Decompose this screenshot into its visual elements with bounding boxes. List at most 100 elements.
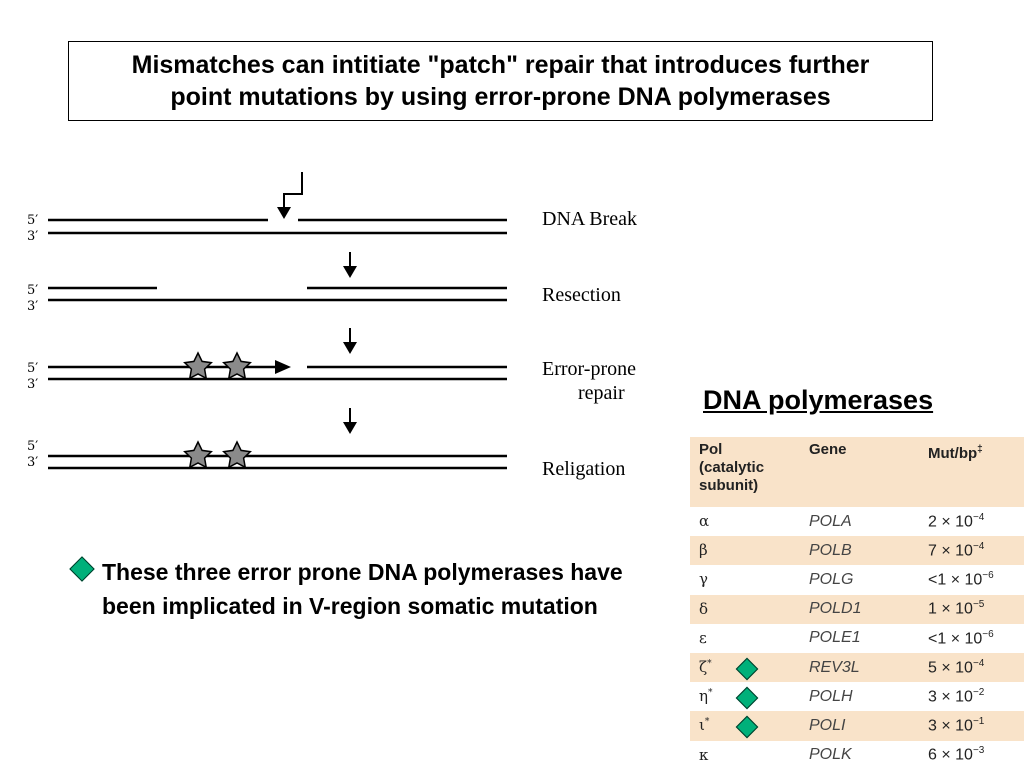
cell-pol: β	[690, 541, 809, 560]
diamond-marker-icon	[735, 686, 759, 710]
step-label-repair: repair	[578, 382, 625, 404]
mut-base: 2 × 10	[928, 513, 973, 531]
break-arrow-icon	[277, 207, 291, 219]
cell-mut: 1 × 10−5	[928, 599, 1024, 618]
cell-gene: POLK	[809, 746, 852, 764]
table-row: γ POLG <1 × 10−6	[690, 565, 1024, 594]
mutation-star-icon	[222, 441, 252, 469]
cell-pol: ζ*	[690, 657, 809, 681]
strand-label-5: 5′	[27, 213, 38, 228]
mut-base: 6 × 10	[928, 746, 973, 764]
mutation-star-icon	[183, 441, 213, 469]
step-label-religation: Religation	[542, 458, 625, 480]
diamond-bullet-icon	[69, 556, 95, 582]
col-header-mut: Mut/bp‡	[928, 441, 1024, 507]
mut-base: 1 × 10	[928, 600, 973, 618]
repair-diagram-svg: 5′ 3′ DNA Break 5′ 3′ Resection	[27, 172, 637, 480]
step-label-resection: Resection	[542, 284, 621, 306]
cell-gene: POLA	[809, 512, 852, 530]
mut-base: <1 × 10	[928, 630, 983, 647]
down-arrow-icon	[343, 408, 357, 434]
pol-letter: δ	[699, 599, 709, 618]
pol-symbol: η*	[699, 687, 713, 705]
break-arrow-shaft	[283, 172, 303, 210]
cell-mut: 5 × 10−4	[928, 658, 1024, 677]
strand-label-3: 3′	[27, 377, 38, 392]
mut-exponent: −2	[972, 687, 985, 699]
cell-mut: 6 × 10−3	[928, 745, 1024, 764]
cell-gene: POLH	[809, 687, 853, 705]
strand-label-3: 3′	[27, 229, 38, 244]
cell-pol: η*	[690, 686, 809, 710]
cell-pol: γ	[690, 570, 809, 589]
bullet-text: These three error prone DNA polymerases …	[102, 559, 623, 619]
cell-pol: δ	[690, 600, 809, 619]
table-row: κ POLK 6 × 10−3	[690, 741, 1024, 768]
synthesis-arrowhead-icon	[275, 360, 291, 374]
pol-letter: κ	[699, 745, 709, 764]
pol-letter: ι	[699, 716, 705, 735]
step-religation: 5′ 3′ Religation	[27, 439, 625, 480]
cell-mut: 3 × 10−1	[928, 716, 1024, 735]
step-error-prone-repair: 5′ 3′ Error-prone repair	[27, 352, 636, 404]
col-header-mut-mark: ‡	[977, 444, 983, 455]
strand-label-3: 3′	[27, 299, 38, 314]
col-header-pol-line3: subunit)	[699, 477, 759, 494]
mut-exponent: −3	[972, 745, 985, 757]
table-heading: DNA polymerases	[703, 385, 934, 415]
table-row: ε POLE1 <1 × 10−6	[690, 624, 1024, 653]
col-header-gene: Gene	[809, 441, 847, 458]
pol-symbol: κ	[699, 746, 708, 764]
strand-label-3: 3′	[27, 455, 38, 470]
cell-gene: POLD1	[809, 600, 862, 618]
diamond-marker-icon	[735, 657, 759, 681]
cell-mut: <1 × 10−6	[928, 570, 1024, 589]
pol-mark: *	[707, 659, 712, 670]
diamond-marker-icon	[735, 716, 759, 739]
pol-symbol: ι*	[699, 716, 709, 734]
pol-symbol: ε	[699, 629, 707, 647]
col-header-pol-line1: Pol	[699, 441, 723, 458]
mut-exponent: −6	[982, 628, 994, 640]
pol-symbol: β	[699, 541, 708, 559]
strand-label-5: 5′	[27, 283, 38, 298]
cell-gene: POLE1	[809, 629, 861, 647]
strand-label-5: 5′	[27, 361, 38, 376]
table-row: δ POLD1 1 × 10−5	[690, 594, 1024, 624]
pol-symbol: α	[699, 512, 709, 530]
pol-letter: ζ	[699, 658, 708, 677]
mut-base: 3 × 10	[928, 717, 973, 735]
cell-gene: POLG	[809, 570, 854, 588]
col-header-pol: Pol (catalytic subunit)	[690, 441, 809, 507]
table-row: ι* POLI 3 × 10−1	[690, 711, 1024, 741]
mut-exponent: −4	[972, 511, 985, 523]
cell-mut: 7 × 10−4	[928, 541, 1024, 560]
pol-letter: ε	[699, 628, 707, 647]
repair-diagram: 5′ 3′ DNA Break 5′ 3′ Resection	[0, 160, 700, 500]
step-label-error-prone: Error-prone	[542, 358, 636, 380]
pol-letter: γ	[699, 570, 708, 589]
cell-mut: 3 × 10−2	[928, 687, 1024, 706]
pol-symbol: γ	[699, 570, 708, 588]
pol-letter: α	[699, 512, 710, 531]
mut-base: 3 × 10	[928, 688, 973, 706]
cell-pol: ε	[690, 629, 809, 648]
mut-exponent: −5	[972, 599, 985, 611]
table-row: η* POLH 3 × 10−2	[690, 682, 1024, 711]
slide-title: Mismatches can intitiate "patch" repair …	[68, 41, 933, 121]
pol-symbol: ζ*	[699, 658, 712, 676]
cell-pol: α	[690, 512, 809, 531]
down-arrow-icon	[343, 252, 357, 278]
cell-gene: POLI	[809, 716, 846, 734]
pol-mark: *	[704, 717, 710, 728]
step-resection: 5′ 3′ Resection	[27, 283, 621, 314]
cell-pol: ι*	[690, 716, 809, 739]
pol-letter: β	[699, 541, 708, 560]
col-header-pol-line2: (catalytic	[699, 459, 765, 476]
mut-exponent: −6	[982, 570, 994, 582]
pol-symbol: δ	[699, 600, 708, 618]
col-header-mut-label: Mut/bp	[928, 445, 978, 462]
